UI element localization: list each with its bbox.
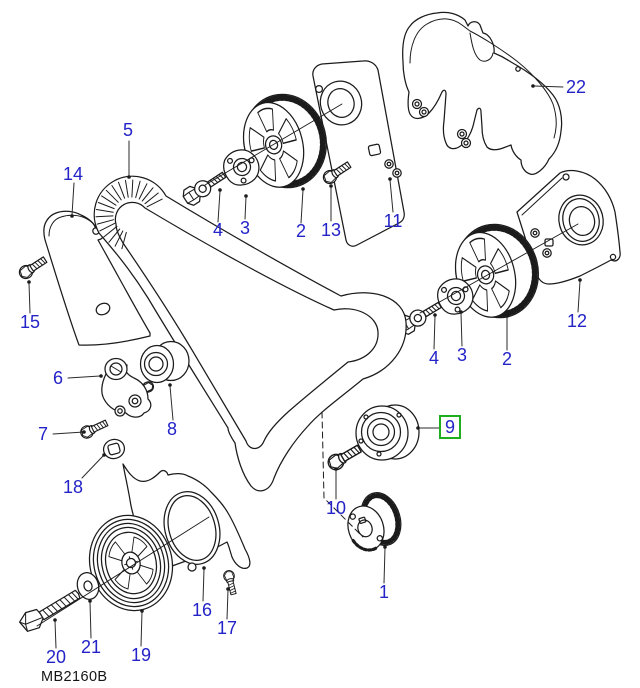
part-21-washer-art: [76, 572, 100, 600]
callout-9-highlight-box[interactable]: 9: [439, 415, 461, 439]
part-18-spacer-art: [102, 438, 126, 460]
callout-20[interactable]: 20: [45, 647, 67, 667]
callout-3-right[interactable]: 3: [456, 345, 468, 365]
part-15-bolt-art: [16, 253, 50, 282]
assembly-axis-lines: [36, 103, 579, 627]
part-10-bolt-art: [324, 441, 364, 474]
callout-22[interactable]: 22: [565, 77, 587, 97]
callout-16[interactable]: 16: [191, 600, 213, 620]
part-12-backplate-art: [516, 169, 621, 285]
callout-6[interactable]: 6: [52, 368, 64, 388]
callout-14[interactable]: 14: [62, 164, 84, 184]
callout-1[interactable]: 1: [378, 582, 390, 602]
part-5-timing-belt-art: [93, 175, 407, 492]
part-6-tensioner-bracket-art: [101, 357, 152, 418]
part-8-tensioner-pulley-art: [139, 340, 190, 393]
callout-4-right[interactable]: 4: [428, 348, 440, 368]
part-22-upper-cover-art: [402, 11, 563, 175]
callout-12[interactable]: 12: [566, 311, 588, 331]
callout-19[interactable]: 19: [130, 645, 152, 665]
callout-21[interactable]: 21: [80, 637, 102, 657]
leader-lines: [27, 84, 582, 649]
drawing-code: MB2160B: [41, 669, 108, 685]
callout-10[interactable]: 10: [325, 498, 347, 518]
part-17-bolt-art: [222, 568, 240, 596]
part-20-crank-bolt-art: [18, 589, 81, 632]
part-19-crank-pulley-art: [88, 514, 174, 612]
callout-2-right[interactable]: 2: [501, 349, 513, 369]
callout-11[interactable]: 11: [383, 211, 403, 231]
callout-13[interactable]: 13: [320, 220, 342, 240]
part-11-backplate-art: [312, 60, 405, 247]
callout-8[interactable]: 8: [166, 419, 178, 439]
callout-3-top[interactable]: 3: [239, 218, 251, 238]
part-9-idler-pulley-art: [355, 404, 420, 461]
callout-15[interactable]: 15: [19, 312, 41, 332]
callout-9[interactable]: 9: [444, 417, 455, 437]
callout-4-top[interactable]: 4: [212, 220, 224, 240]
part-1-crank-sprocket-art: [347, 492, 402, 552]
callout-7[interactable]: 7: [37, 424, 49, 444]
callout-2-top[interactable]: 2: [295, 221, 307, 241]
part-4-bolt-washer-top-art: [179, 166, 230, 209]
callout-5[interactable]: 5: [122, 120, 134, 140]
part-7-bolt-art: [78, 416, 110, 441]
callout-17[interactable]: 17: [216, 618, 238, 638]
callout-18[interactable]: 18: [62, 477, 84, 497]
